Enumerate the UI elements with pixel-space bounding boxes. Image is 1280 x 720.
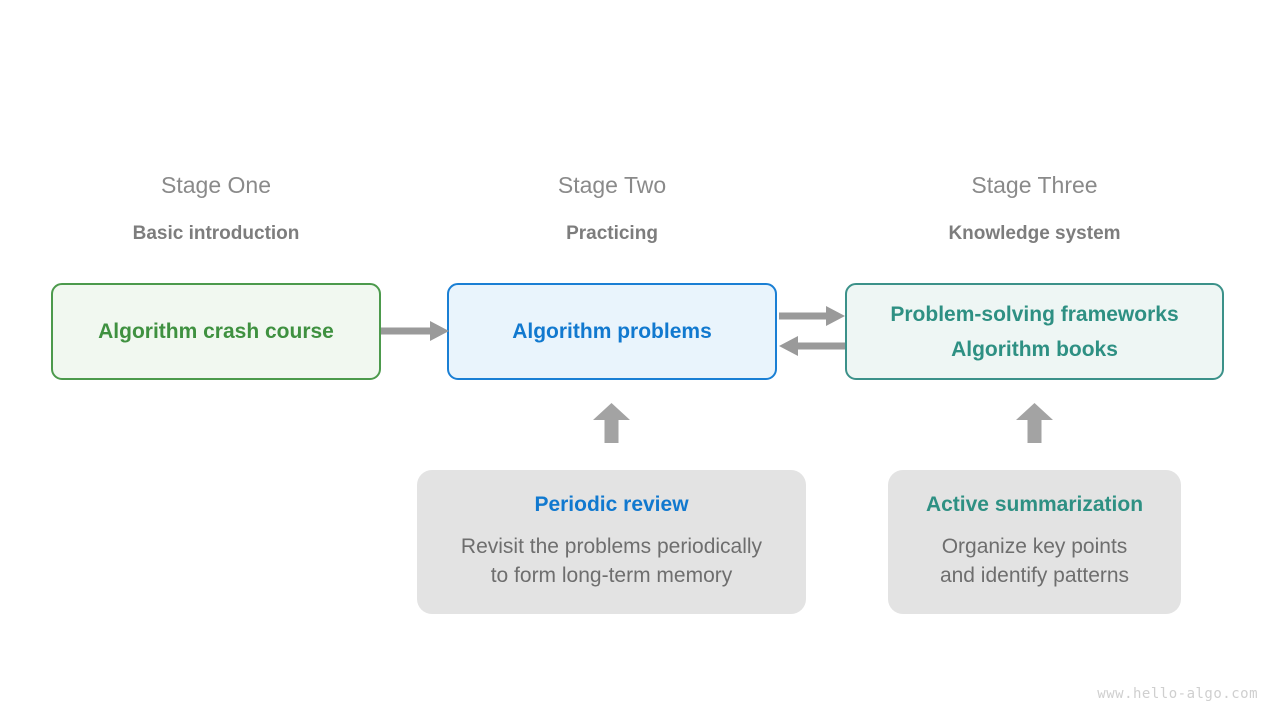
arrow-up-periodic-review-to-stage-two-icon [593, 403, 630, 443]
arrow-left-stage-three-to-stage-two-icon [779, 334, 845, 358]
watermark: www.hello-algo.com [1097, 686, 1258, 702]
stage-three-title: Stage Three [971, 172, 1098, 198]
arrow-right-stage-one-to-stage-two-icon [381, 319, 449, 343]
stage-three-box-line-1: Problem-solving frameworks [890, 302, 1179, 326]
stage-one-box-line-1: Algorithm crash course [98, 320, 334, 343]
periodic-review-body: Revisit the problems periodically to for… [460, 535, 763, 587]
stage-two-title: Stage Two [557, 172, 667, 198]
periodic-review-title: Periodic review [534, 493, 689, 517]
stage-one-subtitle: Basic introduction [132, 223, 300, 244]
stage-one-box[interactable]: Algorithm crash course [51, 283, 381, 380]
stage-one-title: Stage One [161, 172, 271, 198]
stage-two-subtitle: Practicing [566, 223, 658, 244]
stage-two-box[interactable]: Algorithm problems [447, 283, 777, 380]
active-summarization-box[interactable]: Active summarization Organize key points… [888, 470, 1181, 614]
stage-three-box-line-2: Algorithm books [951, 337, 1118, 361]
arrow-up-active-summarization-to-stage-three-icon [1016, 403, 1053, 443]
stage-three-box[interactable]: Problem-solving frameworks Algorithm boo… [845, 283, 1224, 380]
active-summarization-body: Organize key points and identify pattern… [939, 535, 1130, 587]
arrow-right-stage-two-to-stage-three-icon [779, 304, 845, 328]
periodic-review-box[interactable]: Periodic review Revisit the problems per… [417, 470, 806, 614]
stage-two-box-line-1: Algorithm problems [512, 320, 712, 343]
active-summarization-title: Active summarization [925, 493, 1144, 517]
stage-three-subtitle: Knowledge system [948, 223, 1121, 244]
